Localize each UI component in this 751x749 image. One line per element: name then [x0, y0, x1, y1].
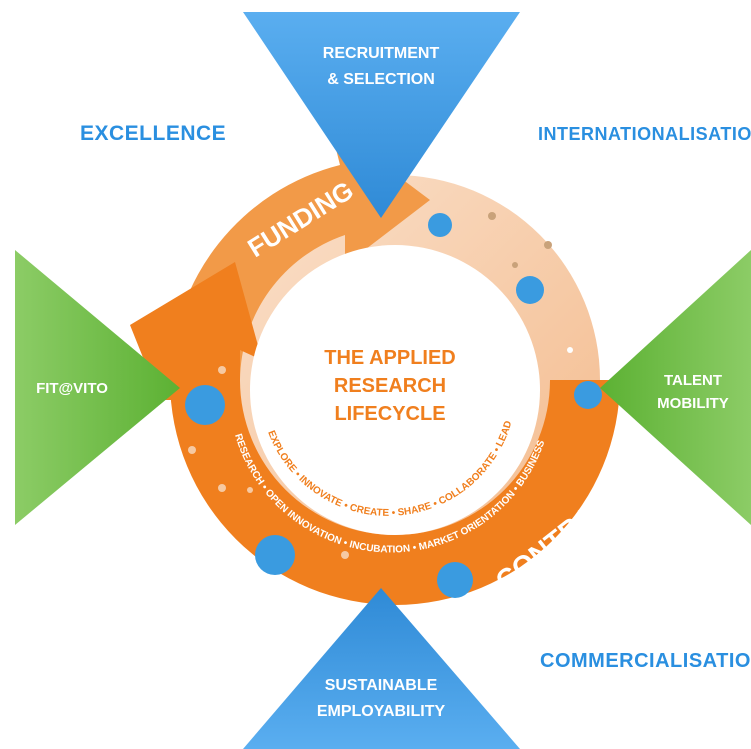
- talent-label-line1: TALENT: [664, 372, 722, 389]
- center-title-line2: RESEARCH: [334, 375, 446, 397]
- internationalisation-label: INTERNATIONALISATION: [538, 124, 751, 144]
- center-title-line1: THE APPLIED: [324, 347, 456, 369]
- fit-vito-label: FIT@VITO: [36, 380, 108, 397]
- decorative-dots: [185, 212, 602, 598]
- center-circle: [250, 245, 540, 535]
- recruitment-triangle: [243, 12, 520, 218]
- sustainable-label-line2: EMPLOYABILITY: [317, 703, 446, 720]
- excellence-label: EXCELLENCE: [80, 122, 226, 145]
- sustainable-label-line1: SUSTAINABLE: [325, 677, 438, 694]
- sustainable-employability-triangle: [243, 588, 520, 749]
- left-arrow-head: [130, 262, 262, 400]
- fit-vito-triangle: [15, 250, 180, 525]
- recruitment-label-line2: & SELECTION: [327, 71, 435, 88]
- commercialisation-label: COMMERCIALISATION: [540, 650, 751, 672]
- center-title-line3: LIFECYCLE: [334, 403, 445, 425]
- talent-label-line2: MOBILITY: [657, 395, 729, 412]
- recruitment-label-line1: RECRUITMENT: [323, 45, 440, 62]
- talent-mobility-triangle: [600, 250, 751, 525]
